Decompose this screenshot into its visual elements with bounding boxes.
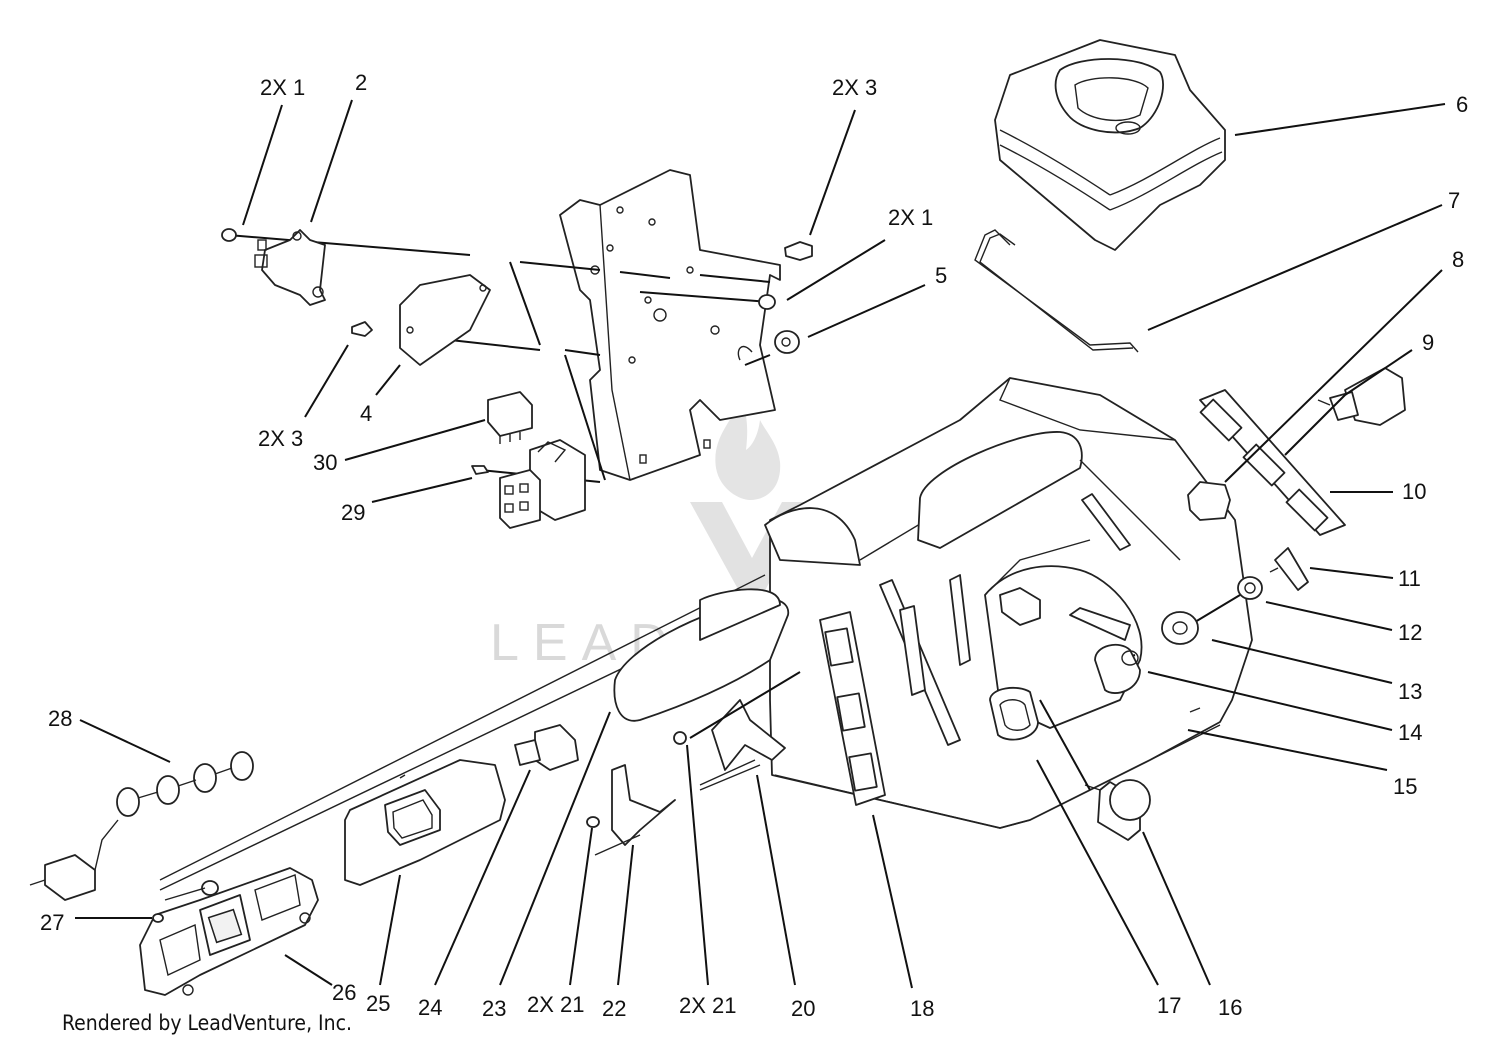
callout-2x3-b: 2X 3 <box>258 426 303 451</box>
hour-meter-9 <box>1317 367 1406 426</box>
key-11 <box>1269 547 1309 591</box>
nut-12 <box>1237 576 1263 600</box>
callout-2x3-a: 2X 3 <box>832 75 877 100</box>
cap-8 <box>1187 481 1231 521</box>
callout-25: 25 <box>366 991 390 1016</box>
callout-23: 23 <box>482 996 506 1021</box>
callout-27: 27 <box>40 910 64 935</box>
callout-9: 9 <box>1422 330 1434 355</box>
console-rail <box>159 574 790 891</box>
callout-24: 24 <box>418 995 442 1020</box>
screw-27 <box>152 913 164 923</box>
callout-26: 26 <box>332 980 356 1005</box>
callout-2x1-a: 2X 1 <box>260 75 305 100</box>
callout-28: 28 <box>48 706 72 731</box>
module-4 <box>351 274 491 366</box>
callout-2x21-b: 2X 21 <box>679 993 737 1018</box>
boot-6 <box>994 39 1226 251</box>
screw-1-right <box>758 294 776 310</box>
callout-20: 20 <box>791 996 815 1021</box>
mounting-plate <box>559 169 781 481</box>
switch-24 <box>514 724 579 771</box>
panel-25 <box>344 759 506 886</box>
solenoid <box>254 229 326 306</box>
callout-labels: 2X 1 2 2X 3 2X 1 5 6 7 8 9 10 11 12 13 1… <box>40 70 1468 1021</box>
leader-lines <box>75 99 1446 989</box>
rod-7 <box>974 229 1139 353</box>
callout-13: 13 <box>1398 679 1422 704</box>
ignition-13 <box>1161 611 1199 645</box>
callout-14: 14 <box>1398 720 1422 745</box>
callout-11: 11 <box>1398 566 1421 591</box>
callout-15: 15 <box>1393 774 1417 799</box>
bracket-20 <box>673 699 786 791</box>
relay-30 <box>487 391 533 444</box>
screw-3-right <box>784 241 813 261</box>
callout-17: 17 <box>1157 993 1181 1018</box>
watermark-flame-icon <box>715 400 781 500</box>
callout-12: 12 <box>1398 620 1422 645</box>
alignment-lines <box>227 234 1241 659</box>
footer-credit: Rendered by LeadVenture, Inc. <box>62 1011 352 1035</box>
console-housing <box>764 377 1253 829</box>
callout-2x21-a: 2X 21 <box>527 992 585 1017</box>
indicator-strip-10 <box>1199 389 1346 536</box>
control-panel-26 <box>139 867 319 996</box>
switch-panel <box>819 611 886 806</box>
callout-4: 4 <box>360 401 372 426</box>
knob-14 <box>1094 643 1141 694</box>
bracket-22 <box>586 764 676 856</box>
callout-16: 16 <box>1218 995 1242 1020</box>
callout-2x1-b: 2X 1 <box>888 205 933 230</box>
callout-22: 22 <box>602 996 626 1021</box>
callout-7: 7 <box>1448 188 1460 213</box>
callout-5: 5 <box>935 263 947 288</box>
switch-17 <box>989 686 1039 741</box>
callout-10: 10 <box>1402 479 1426 504</box>
wire-harness-28 <box>29 751 254 901</box>
callout-29: 29 <box>341 500 365 525</box>
callout-6: 6 <box>1456 92 1468 117</box>
screw-1-left <box>221 228 237 242</box>
button-16 <box>1084 779 1151 841</box>
callout-8: 8 <box>1452 247 1464 272</box>
callout-2: 2 <box>355 70 367 95</box>
washer-5 <box>774 330 800 354</box>
callout-18: 18 <box>910 996 934 1021</box>
callout-30: 30 <box>313 450 337 475</box>
connector-block-29 <box>471 439 586 529</box>
